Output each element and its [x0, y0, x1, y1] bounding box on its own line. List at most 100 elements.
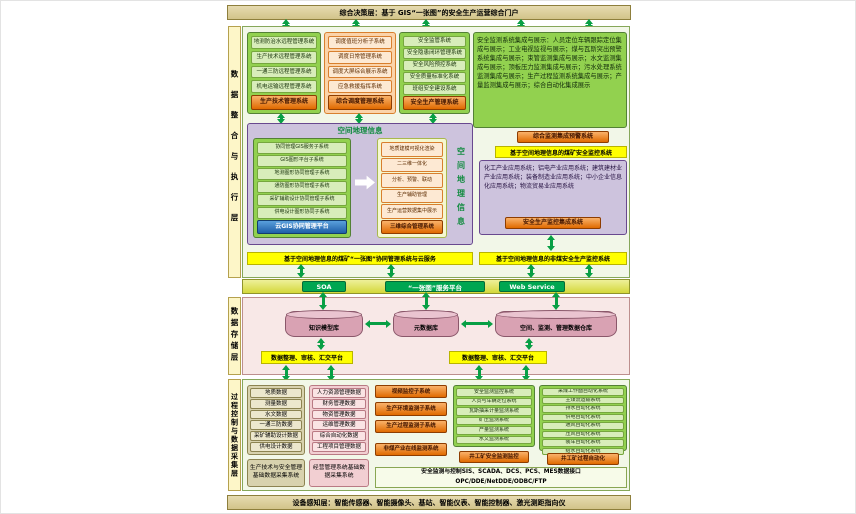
interface-line2: OPC/DDE/NetDDE/ODBC/FTP: [455, 478, 547, 485]
connector-arrow: [365, 319, 391, 328]
list-item: 通防图形协同管理子系统: [257, 181, 347, 193]
interface-line1: 安全监测与控制SIS、SCADA、DCS、PCS、MES数据接口: [421, 469, 581, 475]
connector-arrow: [525, 338, 533, 350]
connector-arrow: [319, 292, 327, 310]
list-item: 采矿辅助设计数据: [250, 431, 302, 442]
spatial-monitoring-mgmt-warehouse: 空间、监测、管理数据仓库: [495, 310, 617, 337]
data-audit-platform-right: 数据整理、审核、汇交平台: [449, 351, 547, 364]
data-audit-platform-left: 数据整理、审核、汇交平台: [261, 351, 353, 364]
list-item: 调度大屏综合展示系统: [328, 65, 392, 79]
connector-arrow: [475, 365, 483, 381]
connector-arrow: [355, 113, 363, 124]
connector-arrow: [522, 365, 530, 381]
node-3d-integrated-management: 三维综合管理系统: [381, 220, 443, 234]
col-operation-mgmt-data: 人力资源管理数据财务管理数据物资管理数据运维管理数据综合自动化数据工程项目管理数…: [309, 385, 369, 455]
list-item: 生产技术远程管理系统: [251, 50, 317, 64]
box-b-list: 调度值班分析子系统调度日常管理系统调度大屏综合展示系统应急救援指挥系统: [328, 36, 392, 93]
list-item: 调度值班分析子系统: [328, 36, 392, 49]
connector-arrow: [547, 235, 555, 251]
list-item: 生产过程监测子系统: [375, 419, 447, 433]
list-item: 分析、预警、联动: [381, 173, 443, 188]
web-service-chip: Web Service: [499, 281, 565, 292]
box-a-list: 地测防治水远程管理系统生产技术远程管理系统一通三防远程管理系统机电运输远程管理系…: [251, 36, 317, 93]
node-production-safety-base-data: 生产技术与安全管理基础数据采集系统: [247, 459, 305, 487]
node-dispatch-management: 综合调度管理系统: [328, 95, 392, 110]
connector-arrow: [552, 292, 560, 310]
list-item: 安全隐患闭环管理系统: [403, 48, 466, 59]
list-item: 供电设计图形协同子系统: [257, 207, 347, 219]
list-item: 通风自动化系统: [542, 422, 624, 430]
list-item: 人力资源管理数据: [312, 388, 366, 398]
top-banner: 综合决策层：基于 GIS“一张图”的安全生产运营综合门户: [227, 5, 631, 20]
connector-arrow: [387, 264, 395, 278]
node-cloud-gis-platform: 云GIS协同管理平台: [257, 220, 347, 234]
layer-label-process: 过程控制与数据采集层: [228, 379, 241, 491]
list-item: 工程项目管理数据: [312, 442, 366, 452]
list-item: GIS图形平台子系统: [257, 155, 347, 167]
one-map-service-platform-chip: “一张图”服务平台: [385, 281, 485, 292]
control-interface-box: 安全监测与控制SIS、SCADA、DCS、PCS、MES数据接口 OPC/DDE…: [375, 467, 627, 488]
node-noncoal-online-monitoring: 非煤产业在线监测系统: [375, 443, 447, 456]
list-item: 矿压监测系统: [456, 416, 532, 425]
connector-arrow: [422, 292, 430, 310]
list-item: 二三维一体化: [381, 157, 443, 173]
list-item: 安全质量标准化系统: [403, 72, 466, 83]
node-production-tech-management: 生产技术管理系统: [251, 95, 317, 110]
list-item: 视频监控子系统: [375, 385, 447, 399]
col2-list: 人力资源管理数据财务管理数据物资管理数据运维管理数据综合自动化数据工程项目管理数…: [312, 388, 366, 452]
list-item: 产量监测系统: [456, 426, 532, 435]
banner-noncoal-safety-monitoring: 基于空间地理信息的非煤安全生产监控系统: [479, 252, 627, 265]
list-item: 供电自动化系统: [542, 413, 624, 421]
connector-arrow: [327, 365, 335, 381]
list-item: 地测防治水远程管理系统: [251, 36, 317, 49]
spatial-geo-title: 空间地理信息: [337, 126, 383, 135]
bottom-banner: 设备感知层：智能传感器、智能摄像头、基站、智能仪表、智能控制器、激光测距指向仪: [227, 495, 631, 510]
monitoring-integration-text: 安全监测系统集成与展示：人员定位车辆跟踪定位集成与展示；工业电视监视与展示；煤与…: [477, 37, 622, 89]
box-c-list: 安全监管系统安全隐患闭环管理系统安全风险预控系统安全质量标准化系统班组安全建设系…: [403, 36, 466, 95]
list-item: 运维管理数据: [312, 420, 366, 431]
list-item: 协同管理GIS服务子系统: [257, 142, 347, 154]
list-item: 生产运营数据集中展示: [381, 204, 443, 219]
box-monitoring-integration: 安全监测系统集成与展示：人员定位车辆跟踪定位集成与展示；工业电视监视与展示；煤与…: [473, 32, 627, 128]
list-item: 供电设计数据: [250, 442, 302, 452]
connector-arrow: [461, 319, 493, 328]
list-item: 地质数据: [250, 388, 302, 398]
noncoal-applications-text: 化工产业应用系统；铝电产业应用系统；建筑建材业产业应用系统；装备制造业应用系统；…: [484, 165, 623, 190]
list-item: 应急救援指挥系统: [328, 80, 392, 93]
list-item: 地质建模可视化渲染: [381, 142, 443, 157]
connector-arrow: [277, 113, 285, 124]
connector-arrow: [429, 113, 437, 124]
list-item: 调度日常管理系统: [328, 50, 392, 64]
layer-label-storage: 数据存储层: [228, 297, 241, 375]
box-production-remote-systems: 地测防治水远程管理系统生产技术远程管理系统一通三防远程管理系统机电运输远程管理系…: [247, 32, 321, 114]
list-item: 地测图形协同管理子系统: [257, 168, 347, 180]
gis-3d-subbox: 地质建模可视化渲染二三维一体化分析、预警、联动生产辅助管理生产运营数据集中展示 …: [377, 138, 447, 238]
list-item: 装车自动化系统: [542, 439, 624, 447]
list-item: 安全监管系统: [403, 36, 466, 47]
list-item: 采煤工作面自动化系统: [542, 388, 624, 396]
col-production-tech-data: 地质数据测量数据水文数据一通三防数据采矿辅助设计数据供电设计数据: [247, 385, 305, 455]
banner-one-map-collaboration: 基于空间地理信息的煤矿“一张图”协同管理系统与云服务: [247, 252, 473, 265]
list-item: 一通三防远程管理系统: [251, 65, 317, 79]
soa-chip: SOA: [302, 281, 346, 292]
layer-label-integration: 数据整合与执行层: [228, 26, 241, 278]
node-underground-process-automation: 井工矿过程自动化: [547, 453, 619, 465]
col4-list: 安全监测监控系统人员与车辆定位系统瓦斯抽采计量监测系统矿压监测系统产量监测系统水…: [456, 388, 532, 444]
list-item: 生产辅助管理: [381, 188, 443, 204]
connector-arrow: [282, 365, 290, 381]
col-noncoal-monitoring-systems: 视频监控子系统生产环境监测子系统生产过程监测子系统: [375, 385, 447, 433]
architecture-diagram: 综合决策层：基于 GIS“一张图”的安全生产运营综合门户 数据整合与执行层 地测…: [227, 5, 631, 511]
list-item: 机电运输远程管理系统: [251, 80, 317, 93]
node-safety-monitoring-integration: 安全生产监控集成系统: [505, 217, 601, 229]
list-item: 生产环境监测子系统: [375, 402, 447, 416]
metadata-db: 元数据库: [393, 310, 459, 337]
col1-list: 地质数据测量数据水文数据一通三防数据采矿辅助设计数据供电设计数据: [250, 388, 302, 452]
list-item: 测量数据: [250, 398, 302, 409]
list-item: 水文监测系统: [456, 435, 532, 444]
list-item: 排水自动化系统: [542, 405, 624, 413]
list-item: 综合自动化数据: [312, 431, 366, 442]
list-item: 一通三防数据: [250, 420, 302, 431]
knowledge-model-db: 知识模型库: [285, 310, 363, 337]
node-safety-production-management: 安全生产管理系统: [403, 96, 466, 110]
